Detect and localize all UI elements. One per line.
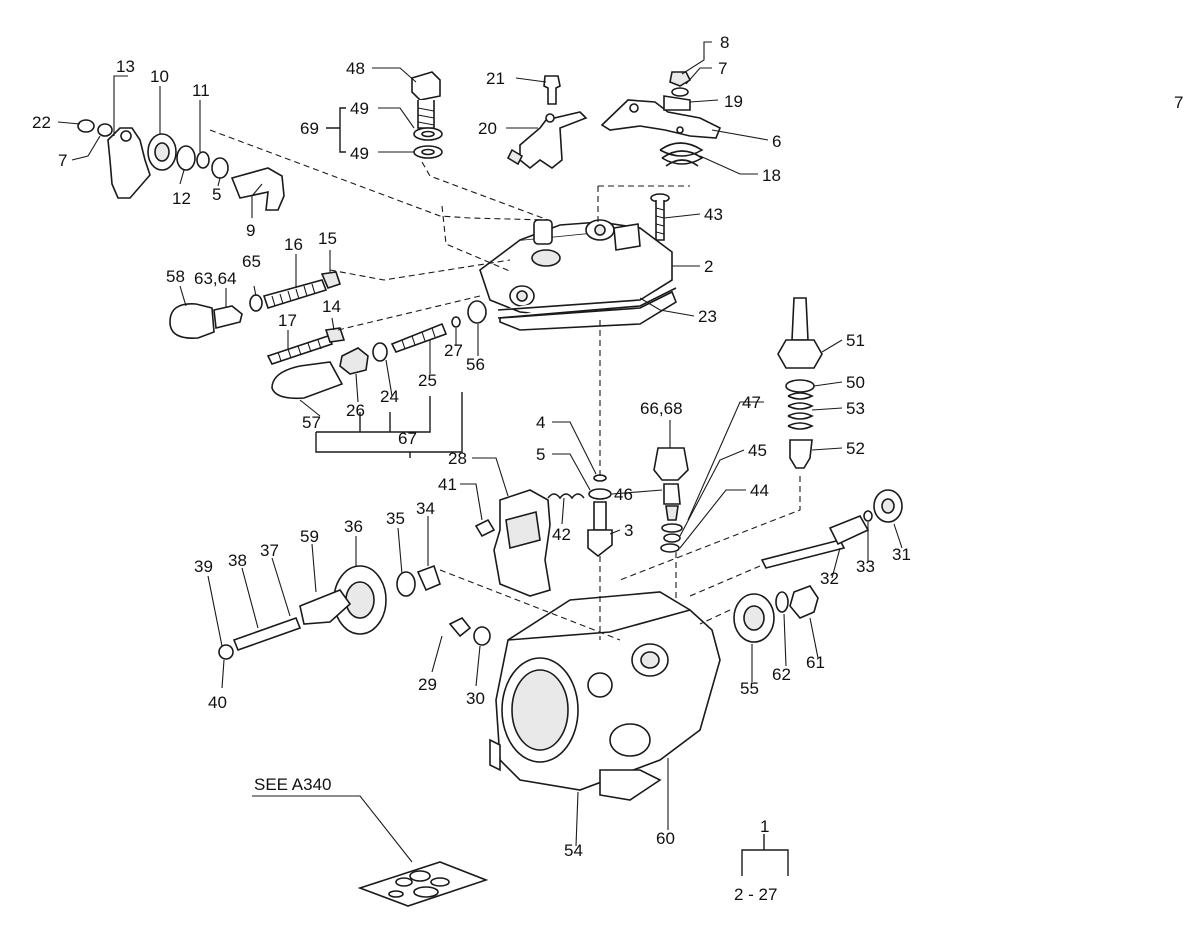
label-part-5-lower: 5 <box>536 445 545 464</box>
screw-48-washers-49 <box>411 71 443 159</box>
label-part-26: 26 <box>346 401 365 420</box>
label-part-62: 62 <box>772 665 791 684</box>
part-labels: 8 7 19 6 18 43 2 23 48 49 49 69 21 20 13… <box>32 33 1183 904</box>
label-part-23: 23 <box>698 307 717 326</box>
label-part-27: 27 <box>444 341 463 360</box>
bracket-20 <box>506 75 588 170</box>
label-part-65: 65 <box>242 252 261 271</box>
label-part-4: 4 <box>536 413 545 432</box>
label-part-37: 37 <box>260 541 279 560</box>
label-part-12: 12 <box>172 189 191 208</box>
label-part-46: 46 <box>614 485 633 504</box>
label-part-17: 17 <box>278 311 297 330</box>
adjusting-screw-assembly <box>169 271 487 400</box>
label-part-63-64: 63,64 <box>194 269 237 288</box>
label-range-2-27: 2 - 27 <box>734 885 777 904</box>
label-part-60: 60 <box>656 829 675 848</box>
label-part-61: 61 <box>806 653 825 672</box>
label-see-a340: SEE A340 <box>254 775 332 794</box>
label-part-58: 58 <box>166 267 185 286</box>
label-part-9: 9 <box>246 221 255 240</box>
label-part-31: 31 <box>892 545 911 564</box>
label-part-38: 38 <box>228 551 247 570</box>
label-corner-7: 7 <box>1174 93 1183 112</box>
pump-housing-54 <box>448 591 721 801</box>
label-part-39: 39 <box>194 557 213 576</box>
label-part-10: 10 <box>150 67 169 86</box>
label-part-49-upper: 49 <box>350 99 369 118</box>
label-part-5-upper: 5 <box>212 185 221 204</box>
label-part-69: 69 <box>300 119 319 138</box>
label-part-40: 40 <box>208 693 227 712</box>
label-part-56: 56 <box>466 355 485 374</box>
label-part-20: 20 <box>478 119 497 138</box>
label-part-25: 25 <box>418 371 437 390</box>
bracket-28 <box>474 489 585 597</box>
label-part-41: 41 <box>438 475 457 494</box>
label-part-18: 18 <box>762 166 781 185</box>
label-part-29: 29 <box>418 675 437 694</box>
label-part-30: 30 <box>466 689 485 708</box>
label-part-7-left: 7 <box>58 151 67 170</box>
label-part-57: 57 <box>302 413 321 432</box>
label-part-24: 24 <box>380 387 399 406</box>
label-part-59: 59 <box>300 527 319 546</box>
label-part-32: 32 <box>820 569 839 588</box>
label-part-6: 6 <box>772 132 781 151</box>
label-part-36: 36 <box>344 517 363 536</box>
governor-gear-36 <box>218 564 441 660</box>
label-part-22: 22 <box>32 113 51 132</box>
label-part-3: 3 <box>624 521 633 540</box>
label-part-28: 28 <box>448 449 467 468</box>
label-part-50: 50 <box>846 373 865 392</box>
label-part-16: 16 <box>284 235 303 254</box>
label-part-2: 2 <box>704 257 713 276</box>
seal-kit-a340 <box>357 861 489 907</box>
label-part-43: 43 <box>704 205 723 224</box>
label-part-53: 53 <box>846 399 865 418</box>
lever-assembly-6-19 <box>600 71 722 167</box>
lever-parts-3-4-5 <box>587 474 613 558</box>
leader-lines <box>57 41 903 876</box>
governor-cover-2 <box>479 219 677 331</box>
label-part-49-lower: 49 <box>350 144 369 163</box>
label-part-66-68: 66,68 <box>640 399 683 418</box>
label-part-67: 67 <box>398 429 417 448</box>
label-part-34: 34 <box>416 499 435 518</box>
label-part-13: 13 <box>116 57 135 76</box>
label-part-55: 55 <box>740 679 759 698</box>
label-part-47: 47 <box>742 393 761 412</box>
label-part-15: 15 <box>318 229 337 248</box>
label-part-14: 14 <box>322 297 341 316</box>
label-part-48: 48 <box>346 59 365 78</box>
label-part-54: 54 <box>564 841 583 860</box>
label-part-33: 33 <box>856 557 875 576</box>
label-part-11: 11 <box>192 81 210 100</box>
label-part-7-top: 7 <box>718 59 727 78</box>
label-part-42: 42 <box>552 525 571 544</box>
assembly-dashed-lines <box>209 129 801 641</box>
label-part-21: 21 <box>486 69 505 88</box>
delivery-valve-parts-66 <box>653 447 689 553</box>
bolt-43 <box>650 193 670 241</box>
delivery-valve-holder-51 <box>777 297 823 469</box>
label-part-52: 52 <box>846 439 865 458</box>
stop-lever-assembly-13 <box>77 119 285 211</box>
label-part-45: 45 <box>748 441 767 460</box>
label-part-19: 19 <box>724 92 743 111</box>
label-part-51: 51 <box>846 331 865 350</box>
drive-shaft-32 <box>733 489 903 643</box>
label-part-1: 1 <box>760 817 769 836</box>
label-part-44: 44 <box>750 481 769 500</box>
label-part-35: 35 <box>386 509 405 528</box>
label-part-8: 8 <box>720 33 729 52</box>
